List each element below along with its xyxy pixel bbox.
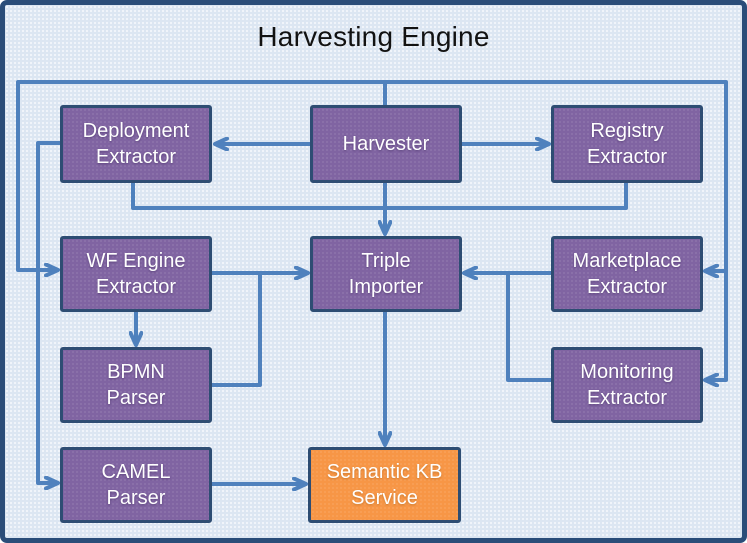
- node-deployment-extractor: Deployment Extractor: [60, 105, 212, 183]
- node-marketplace-extractor: Marketplace Extractor: [551, 236, 703, 312]
- node-triple-importer: Triple Importer: [310, 236, 462, 312]
- node-bpmn-parser: BPMN Parser: [60, 347, 212, 423]
- node-semantic-kb-service: Semantic KB Service: [308, 447, 461, 523]
- node-camel-parser: CAMEL Parser: [60, 447, 212, 523]
- node-wf-engine-extractor: WF Engine Extractor: [60, 236, 212, 312]
- node-harvester: Harvester: [310, 105, 462, 183]
- edge-monitoring-extractor-branch: [506, 275, 551, 382]
- node-registry-extractor: Registry Extractor: [551, 105, 703, 183]
- edge-deployment-extractor-camel-parser: [36, 141, 60, 483]
- edge-junction-deployment-registry: [131, 183, 628, 210]
- edge-bpmn-parser-branch: [212, 275, 262, 387]
- node-monitoring-extractor: Monitoring Extractor: [551, 347, 703, 423]
- diagram-title: Harvesting Engine: [257, 21, 490, 52]
